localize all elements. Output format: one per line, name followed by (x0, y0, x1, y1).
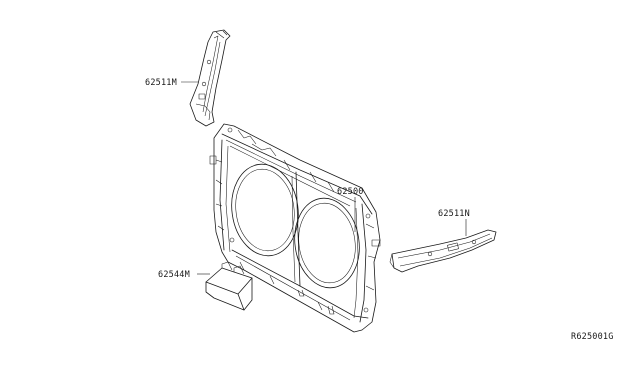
reference-code: R625001G (571, 332, 614, 342)
bracket-62511m[interactable] (189, 29, 231, 127)
callout-62511m[interactable]: 62511M (145, 78, 177, 88)
radiator-core-support-62500[interactable] (209, 123, 381, 333)
cover-62544m[interactable] (205, 261, 253, 311)
callout-62544m[interactable]: 62544M (158, 270, 190, 280)
leader-lines (181, 81, 467, 275)
callout-62511n[interactable]: 62511N (438, 209, 470, 219)
bracket-62511n[interactable] (389, 229, 497, 273)
callout-62500[interactable]: 62500 (337, 187, 364, 197)
